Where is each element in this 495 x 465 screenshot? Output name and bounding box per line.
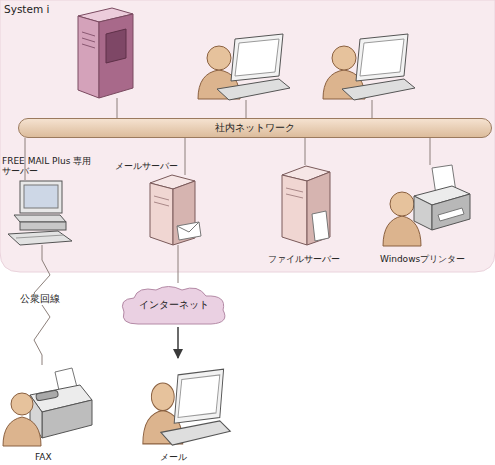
envelope (177, 222, 201, 240)
line-label: 公衆回線 (18, 294, 62, 305)
person-head (390, 192, 414, 216)
node-label: ファイルサーバー (268, 254, 340, 264)
server-side (307, 172, 330, 245)
network-line (185, 138, 186, 175)
tower-front (78, 16, 99, 98)
desktop-pc: FREE MAIL Plus 専用 サーバー (10, 180, 70, 245)
server-slot (154, 196, 169, 200)
printer-front (414, 196, 432, 230)
network-wire (372, 100, 373, 118)
file-server: ファイルサーバー (280, 165, 330, 245)
person-head (11, 393, 33, 415)
mail-server: メールサーバー (150, 175, 195, 245)
node-label: FAX (35, 452, 52, 462)
network-wire (246, 100, 247, 118)
server-slot (286, 188, 303, 192)
office-area (0, 0, 495, 272)
user-laptop (198, 34, 290, 100)
person-body (3, 417, 41, 446)
printer-side (432, 194, 470, 230)
tower-slot (82, 38, 95, 42)
server-front (282, 175, 307, 245)
node-label: インターネット (118, 283, 230, 327)
server-slot (286, 194, 303, 198)
node-label: メール (160, 452, 187, 462)
pc-unit-front (20, 222, 66, 230)
printer-tray (438, 208, 464, 221)
node-label: メールサーバー (115, 161, 178, 171)
pc-keys (16, 235, 64, 238)
tower-slot (82, 32, 95, 36)
mail-client: メール (140, 358, 225, 446)
network-line (34, 245, 50, 365)
network-line (178, 245, 179, 283)
pc-screen (24, 185, 58, 208)
user-laptop (323, 34, 415, 100)
node-label: Windowsプリンター (380, 254, 465, 264)
fax-side (42, 400, 92, 438)
network-line (430, 138, 431, 165)
user-laptop (143, 369, 230, 445)
printer: Windowsプリンター (383, 165, 471, 245)
node-label: FREE MAIL Plus 専用 サーバー (2, 156, 114, 177)
pc-keyboard (8, 231, 72, 245)
fax-machine: FAX (5, 365, 90, 447)
server-tower: System i (75, 8, 133, 98)
fax-handset (36, 390, 59, 401)
document (312, 211, 329, 241)
arrow-line (177, 327, 179, 358)
internet-cloud: インターネット (118, 283, 230, 327)
network-line (117, 98, 118, 118)
pc-monitor (20, 181, 62, 213)
network-band: 社内ネットワーク (18, 118, 492, 138)
server-slot (154, 202, 169, 206)
network-line (305, 138, 306, 165)
tower-panel (106, 29, 126, 63)
node-label: System i (4, 3, 49, 15)
tower-side (99, 14, 133, 98)
envelope-flap (177, 222, 199, 232)
tower-slot (82, 44, 95, 48)
server-front (150, 183, 173, 245)
node-label: 社内ネットワーク (19, 119, 491, 137)
pc-unit-top (14, 215, 66, 222)
